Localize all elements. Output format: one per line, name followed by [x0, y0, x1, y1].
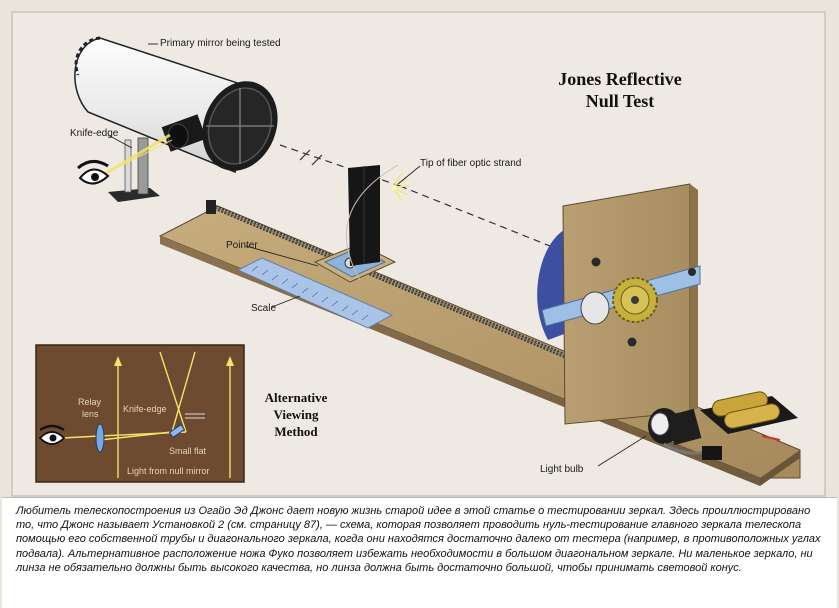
scale-ruler — [236, 257, 394, 329]
label-scale: Scale — [251, 303, 277, 314]
diagram-title-line1: Jones Reflective — [558, 69, 682, 89]
fiber-tip-glow — [393, 172, 411, 202]
inset-label-relay: Relay — [78, 397, 102, 407]
leader-lines — [107, 43, 647, 467]
gear-icon — [612, 277, 658, 323]
label-light-bulb: Light bulb — [540, 464, 584, 475]
light-path — [279, 144, 561, 251]
inset-title-line2: Viewing — [273, 407, 319, 422]
inset-panel — [35, 344, 245, 483]
inset-title-line3: Method — [274, 424, 318, 439]
label-primary-mirror: Primary mirror being tested — [160, 38, 281, 49]
telescope-tube — [74, 36, 278, 173]
diagram-title-line2: Null Test — [585, 91, 655, 111]
inset-title: Alternative Viewing Method — [236, 389, 356, 440]
inset-label-knife-edge: Knife-edge — [123, 404, 167, 414]
caption-text: Любитель телескопостроения из Огайо Эд Д… — [16, 505, 821, 574]
label-fiber-tip: Tip of fiber optic strand — [420, 158, 522, 169]
knife-edge-assembly — [77, 133, 173, 202]
inset-label-lens: lens — [82, 409, 99, 419]
caption-box: Любитель телескопостроения из Огайо Эд Д… — [2, 497, 837, 608]
small-flat-icon — [168, 423, 186, 439]
label-knife-edge: Knife-edge — [70, 128, 119, 139]
inset-title-line1: Alternative — [264, 390, 328, 405]
eye-icon — [77, 160, 110, 185]
upright-board — [537, 183, 701, 425]
inset-label-light-from: Light from null mirror — [127, 466, 210, 476]
diagram-title: Jones Reflective Null Test — [520, 68, 720, 112]
light-bulb-assembly — [648, 408, 722, 460]
inset-eye-icon — [38, 424, 66, 445]
inset-label-small-flat: Small flat — [169, 446, 207, 456]
relay-lens-icon — [95, 423, 105, 453]
battery-pack — [700, 391, 798, 441]
diagram-illustration — [11, 11, 826, 497]
diagram-figure: Jones Reflective Null Test Alternative V… — [11, 11, 826, 497]
label-pointer: Pointer — [226, 240, 258, 251]
